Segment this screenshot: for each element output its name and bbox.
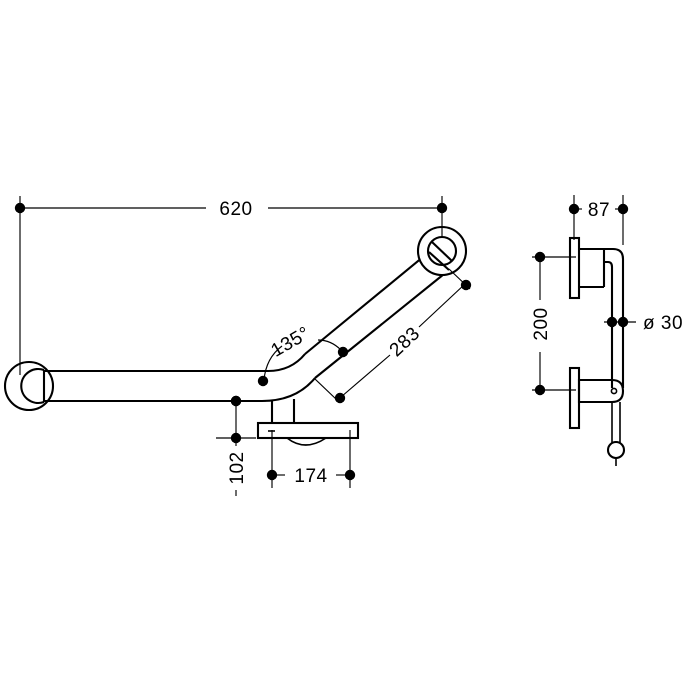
dimension-diameter-30: ø 30	[604, 313, 683, 334]
side-lower-arm	[577, 378, 625, 404]
side-hanging-loop	[606, 402, 626, 466]
dimension-label-174: 174	[294, 466, 327, 487]
floor-support-bracket	[256, 399, 360, 446]
dimension-283: 283	[314, 268, 472, 404]
dimension-label-102: 102	[227, 451, 248, 484]
left-wall-flange	[3, 360, 55, 412]
tube-elbow-bend	[261, 353, 316, 403]
dimension-102: 102	[216, 395, 266, 496]
dimension-135-deg: 135°	[257, 323, 349, 387]
dimension-label-620: 620	[219, 199, 252, 220]
diagonal-tube-arm	[304, 251, 450, 379]
dimension-label-283: 283	[386, 323, 425, 361]
dimension-200: 200	[531, 251, 576, 396]
dimension-label-d30: ø 30	[643, 313, 683, 334]
dimension-label-87: 87	[588, 200, 610, 221]
dimension-620: 620	[14, 196, 448, 375]
dimension-label-200: 200	[531, 307, 552, 340]
side-elevation-view	[568, 236, 626, 466]
side-lower-wall-plate	[568, 366, 581, 430]
side-upper-arm	[579, 247, 606, 289]
dimension-174: 174	[266, 430, 356, 488]
reference-point-markers	[230, 395, 242, 407]
dimension-87: 87	[568, 195, 629, 245]
side-vertical-tube	[604, 247, 625, 388]
side-upper-wall-plate	[568, 236, 581, 300]
dimension-label-135: 135°	[268, 323, 314, 362]
